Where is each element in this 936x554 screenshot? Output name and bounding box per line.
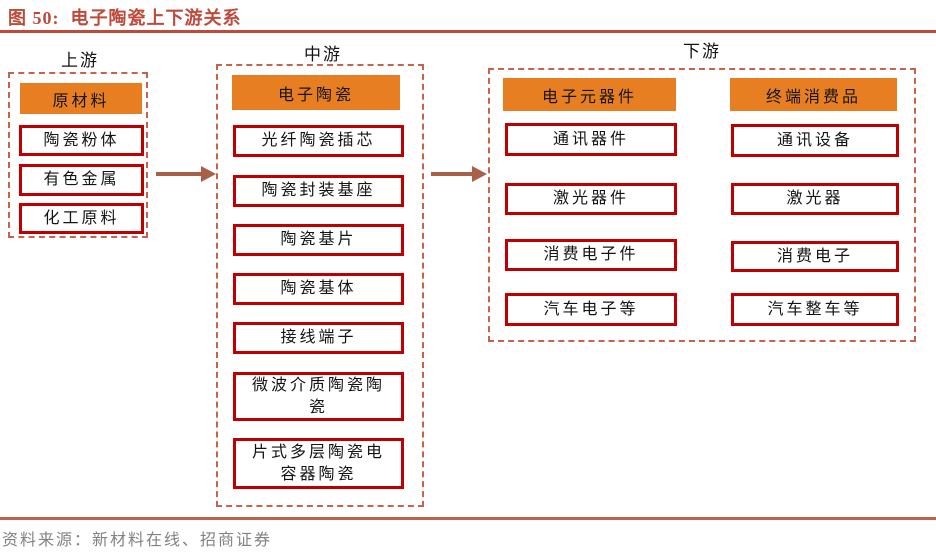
midstream-item: 微波介质陶瓷陶 瓷 <box>233 372 404 421</box>
downstream-components-item: 激光器件 <box>505 183 677 215</box>
downstream-consumer-item: 通讯设备 <box>731 124 899 157</box>
stage-label-midstream: 中游 <box>304 45 342 64</box>
footer-rule <box>0 517 936 520</box>
upstream-header: 原材料 <box>20 83 142 114</box>
arrow-midstream-to-downstream-icon <box>431 166 487 182</box>
midstream-item: 光纤陶瓷插芯 <box>233 125 404 157</box>
downstream-consumer-item: 消费电子 <box>731 241 899 272</box>
source-note: 资料来源：新材料在线、招商证券 <box>2 532 273 549</box>
upstream-item: 有色金属 <box>19 164 144 196</box>
midstream-item: 接线端子 <box>233 322 404 354</box>
figure-title: 图 50: 电子陶瓷上下游关系 <box>8 8 242 28</box>
upstream-item: 化工原料 <box>19 203 144 234</box>
title-underline <box>0 30 936 33</box>
upstream-item: 陶瓷粉体 <box>19 125 144 156</box>
downstream-components-item: 消费电子件 <box>505 239 677 271</box>
downstream-consumer-header: 终端消费品 <box>730 78 897 111</box>
stage-label-upstream: 上游 <box>61 51 99 70</box>
downstream-consumer-item: 激光器 <box>731 183 899 215</box>
midstream-group-outline <box>216 64 424 507</box>
downstream-consumer-item: 汽车整车等 <box>731 293 899 326</box>
midstream-item: 片式多层陶瓷电 容器陶瓷 <box>233 438 404 489</box>
downstream-components-header: 电子元器件 <box>503 78 676 111</box>
midstream-item: 陶瓷封装基座 <box>233 175 404 207</box>
downstream-components-item: 汽车电子等 <box>505 293 677 326</box>
midstream-item: 陶瓷基体 <box>233 273 404 305</box>
upstream-group-outline <box>8 72 148 238</box>
arrow-upstream-to-midstream-icon <box>156 166 216 182</box>
midstream-header: 电子陶瓷 <box>232 75 400 110</box>
midstream-item: 陶瓷基片 <box>233 224 404 256</box>
downstream-components-item: 通讯器件 <box>505 123 677 156</box>
stage-label-downstream: 下游 <box>683 42 721 61</box>
downstream-group-outline <box>488 68 916 342</box>
